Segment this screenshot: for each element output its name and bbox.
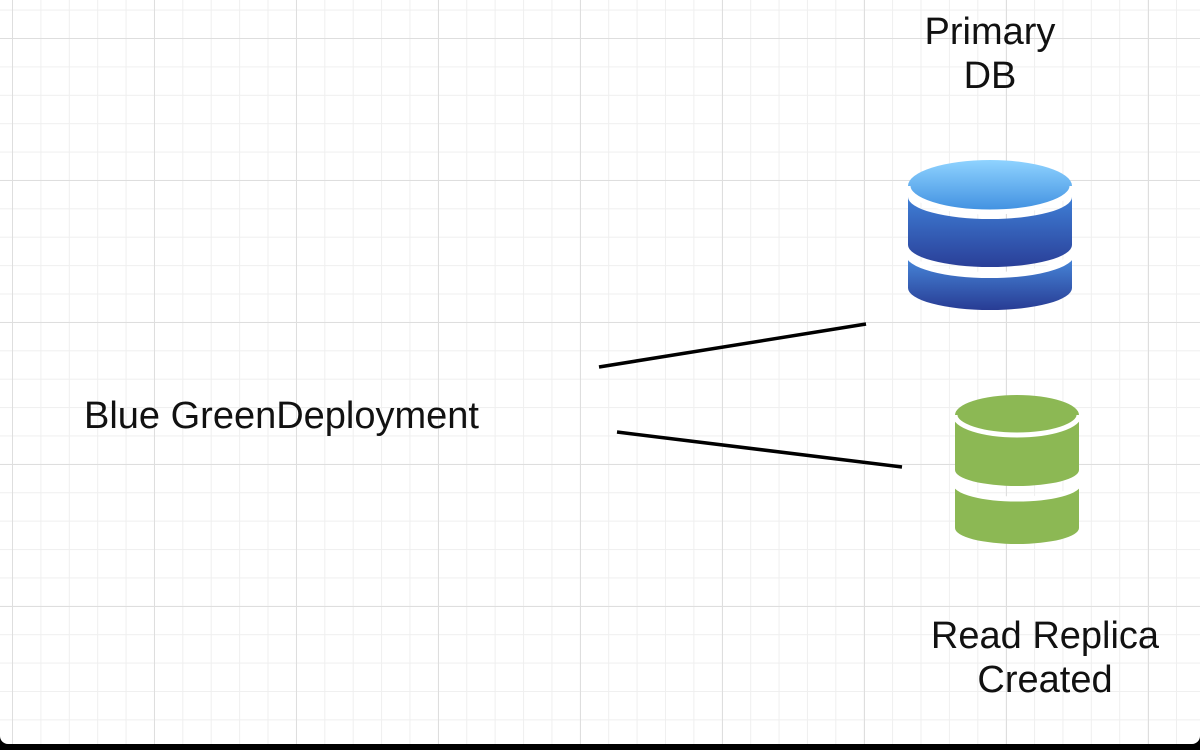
- primary-db-icon[interactable]: [905, 160, 1075, 310]
- read-replica-label: Read Replica Created: [905, 614, 1185, 702]
- primary-db-label-line2: DB: [963, 55, 1017, 97]
- primary-db-label: Primary DB: [880, 10, 1100, 98]
- read-replica-db-icon[interactable]: [952, 395, 1082, 544]
- read-replica-label-line2: Created: [977, 659, 1113, 701]
- connector-to-primary: [598, 322, 867, 369]
- read-replica-label-line1: Read Replica: [930, 615, 1160, 657]
- blue-green-deployment-label[interactable]: Blue GreenDeployment: [84, 395, 479, 437]
- connector-to-replica: [616, 430, 903, 469]
- primary-db-label-line1: Primary: [924, 11, 1056, 53]
